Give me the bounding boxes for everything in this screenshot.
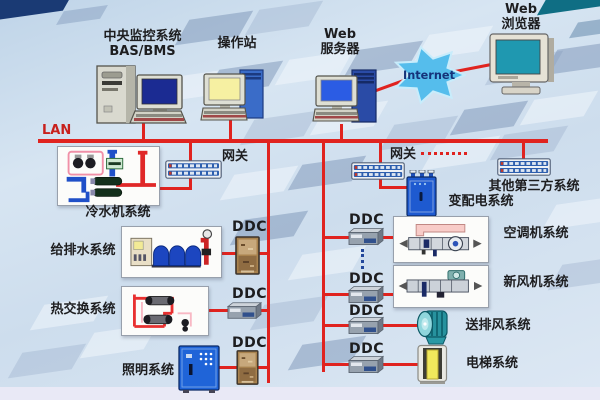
ddc-label: DDC	[232, 286, 268, 302]
central-station-label: 中央监控系统 BAS/BMS	[103, 29, 182, 59]
operator-computer-icon	[200, 68, 266, 124]
ddc-controller-icon	[347, 316, 384, 335]
power-distribution-system-label: 变配电系统	[448, 194, 514, 209]
gateway-right-rack-icon	[351, 162, 405, 180]
bg-bottom-strip	[0, 387, 600, 400]
lan-to-thirdparty-rack	[522, 143, 525, 161]
gateway-left-to-chiller	[160, 187, 192, 190]
elevator-system-label: 电梯系统	[465, 356, 518, 371]
lighting-cabinet-icon	[177, 344, 221, 394]
third-party-system-label: 其他第三方系统	[488, 179, 580, 194]
ddc-controller-icon	[347, 355, 384, 374]
ddc-label: DDC	[232, 335, 268, 351]
air-conditioning-system-box	[393, 216, 489, 263]
lan-bus-line	[38, 139, 548, 143]
gateway-left-down	[189, 178, 192, 190]
air-conditioning-diagram-icon	[399, 224, 482, 257]
elevator-icon	[417, 344, 448, 385]
ddc-continuation-dots	[361, 249, 364, 269]
central-computer-icon	[95, 64, 187, 126]
fresh-air-diagram-icon	[398, 270, 483, 298]
heat-exchange-system-box	[121, 286, 209, 336]
ddc-controller-icon	[347, 227, 384, 246]
air-conditioning-system-label: 空调机系统	[503, 226, 569, 241]
internet-cloud: Internet	[392, 44, 466, 106]
ddc-controller-icon	[347, 285, 384, 304]
lighting-system-label: 照明系统	[121, 363, 174, 378]
lan-label: LAN	[42, 123, 72, 138]
web-browser-label: Web 浏览器	[501, 2, 541, 32]
lan-to-gateway-left	[189, 143, 192, 163]
bg-tile	[568, 17, 600, 39]
chiller-system-box	[57, 146, 160, 206]
power-cabinet-icon	[406, 170, 437, 218]
water-supply-system-box	[121, 226, 222, 278]
heat-exchange-system-label: 热交换系统	[50, 302, 116, 317]
ddc-label: DDC	[232, 219, 268, 235]
right-trunk-line	[322, 143, 325, 372]
chiller-system-label: 冷水机系统	[85, 205, 151, 220]
heat-exchange-diagram-icon	[133, 294, 192, 332]
ddc-controller-icon	[235, 236, 260, 275]
chiller-diagram-icon	[66, 149, 156, 203]
bg-tile	[489, 125, 569, 161]
left-trunk-line	[267, 143, 270, 383]
web-browser-icon	[488, 30, 558, 98]
internet-label: Internet	[403, 69, 456, 82]
exhaust-fan-icon	[414, 308, 450, 346]
ddc-controller-icon	[235, 350, 260, 385]
gateway-left-rack-icon	[165, 160, 222, 179]
drop-central-to-lan	[142, 122, 145, 141]
drop-webserver-to-lan	[340, 124, 343, 141]
operator-station-label: 操作站	[217, 36, 257, 51]
fresh-air-system-box	[393, 265, 489, 308]
third-party-rack-icon	[496, 158, 552, 176]
bg-tile	[7, 343, 87, 379]
water-supply-diagram-icon	[130, 229, 213, 268]
ddc-label: DDC	[349, 341, 385, 357]
ddc-controller-icon	[226, 301, 262, 320]
gateway-left-label: 网关	[221, 149, 248, 164]
ddc-label: DDC	[349, 271, 385, 287]
web-server-label: Web 服务器	[320, 27, 360, 57]
gateway-right-label: 网关	[389, 147, 416, 162]
bg-tile	[219, 165, 299, 201]
water-supply-system-label: 给排水系统	[50, 243, 116, 258]
gateway-right-dotted-line	[421, 152, 467, 155]
fresh-air-system-label: 新风机系统	[503, 275, 569, 290]
supply-exhaust-system-label: 送排风系统	[465, 318, 531, 333]
gateway-right-to-power	[379, 186, 411, 189]
ddc-label: DDC	[349, 303, 385, 319]
drop-operator-to-lan	[229, 120, 232, 141]
web-server-icon	[312, 68, 378, 126]
ddc-label: DDC	[349, 212, 385, 228]
